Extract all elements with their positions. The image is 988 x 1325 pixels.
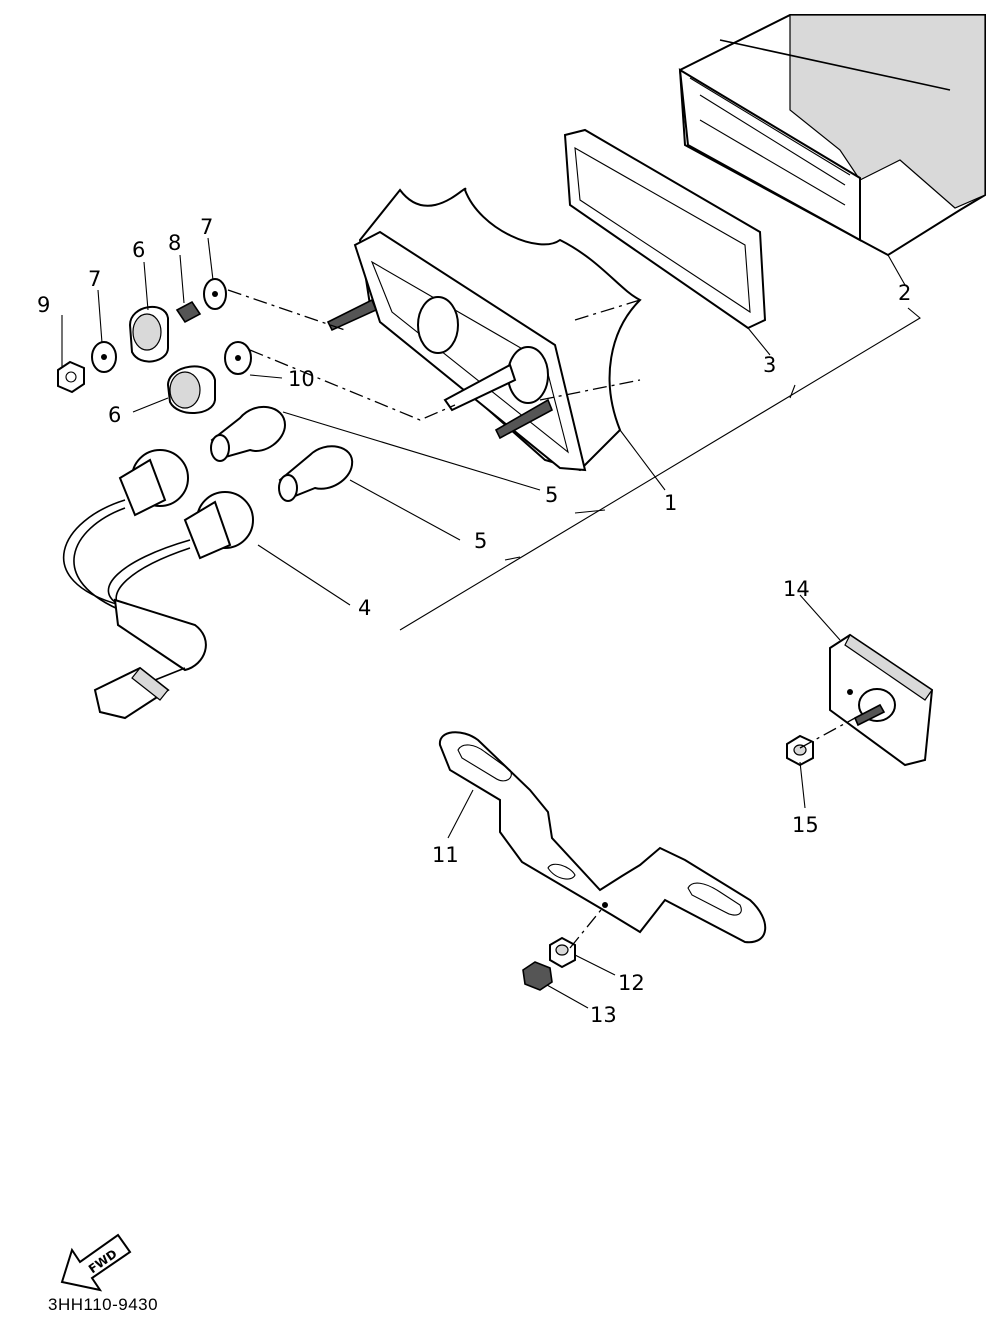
label-part-13: 13 [590, 1003, 617, 1027]
label-part-5-lower: 5 [474, 529, 487, 553]
diagram-code: 3HH110-9430 [48, 1295, 158, 1314]
tail-lens [678, 14, 986, 257]
label-part-7-left: 7 [88, 267, 101, 291]
label-part-14: 14 [783, 577, 810, 601]
part-labels: 1 2 3 4 5 5 6 6 7 7 8 9 10 11 12 13 14 1… [37, 215, 911, 1027]
forward-arrow-icon: FWD [60, 1233, 132, 1292]
washer-7-left [91, 341, 117, 373]
collar-8 [175, 300, 202, 324]
collar-12 [549, 936, 576, 969]
lens-gasket [563, 128, 767, 330]
label-part-6-upper: 6 [132, 238, 145, 262]
washer-7-right [203, 278, 227, 310]
label-part-12: 12 [618, 971, 645, 995]
label-part-15: 15 [792, 813, 819, 837]
grommet-6-lower [166, 365, 216, 415]
reflector [829, 633, 934, 767]
label-part-9: 9 [37, 293, 50, 317]
label-part-10: 10 [288, 367, 315, 391]
tail-housing [326, 187, 642, 472]
leader-lines [61, 237, 921, 1009]
label-part-1: 1 [664, 491, 677, 515]
label-part-11: 11 [432, 843, 459, 867]
nut-9 [57, 360, 85, 394]
label-part-7-right: 7 [200, 215, 213, 239]
bulb-5-upper [210, 405, 287, 462]
washer-10 [224, 341, 252, 375]
grommet-6-upper [128, 305, 169, 363]
nut-13 [522, 961, 553, 991]
label-part-5-upper: 5 [545, 483, 558, 507]
label-part-2: 2 [898, 281, 911, 305]
wire-harness [62, 449, 254, 720]
label-part-8: 8 [168, 231, 181, 255]
nut-15 [786, 734, 814, 767]
license-bracket [438, 731, 767, 944]
label-part-3: 3 [763, 353, 776, 377]
label-part-6-lower: 6 [108, 403, 121, 427]
bulb-5-lower [278, 445, 354, 502]
label-part-4: 4 [358, 596, 371, 620]
